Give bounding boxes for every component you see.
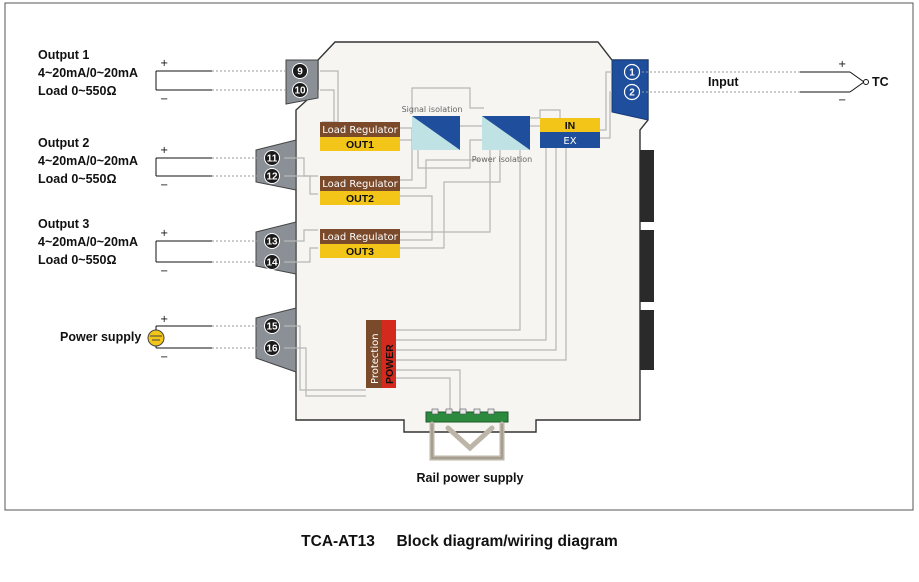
power-supply-group: Power supply + −: [60, 314, 262, 363]
load-regulator-2: Load Regulator OUT2: [320, 176, 400, 205]
terminal-9: 9: [292, 63, 308, 79]
ex-label: EX: [563, 136, 576, 147]
terminal-2-number: 2: [629, 88, 635, 99]
power-source-icon: [147, 329, 165, 347]
input-minus: −: [838, 95, 846, 106]
terminal-14-number: 14: [266, 258, 278, 269]
terminal-block-15-16: [255, 307, 297, 373]
terminal-9-number: 9: [297, 67, 303, 78]
power-supply-label: Power supply: [60, 330, 141, 344]
terminal-16-number: 16: [266, 344, 278, 355]
output-3-title: Output 3: [38, 217, 89, 231]
output-3-minus: −: [160, 266, 168, 277]
terminal-10: 10: [292, 82, 308, 98]
terminal-16: 16: [264, 340, 280, 356]
terminal-12: 12: [264, 168, 280, 184]
rail-power-supply-label: Rail power supply: [417, 471, 524, 485]
power-plus: +: [160, 314, 168, 325]
output-1-group: Output 1 4~20mA/0~20mA Load 0~550Ω + −: [38, 48, 288, 105]
input-excitation-block: IN EX: [540, 118, 600, 148]
terminal-15: 15: [264, 318, 280, 334]
terminal-2: 2: [623, 83, 641, 101]
in-label: IN: [565, 120, 576, 132]
load-regulator-3-label: Load Regulator: [322, 232, 398, 243]
terminal-1: 1: [623, 63, 641, 81]
power-isolation-label: Power isolation: [472, 155, 532, 164]
input-plus: +: [838, 59, 846, 70]
output-2-minus: −: [160, 180, 168, 191]
housing-rib: [640, 150, 654, 222]
load-regulator-1: Load Regulator OUT1: [320, 122, 400, 151]
terminal-1-number: 1: [629, 68, 635, 79]
power-block-label: POWER: [384, 344, 396, 384]
output-1-title: Output 1: [38, 48, 89, 62]
terminal-11-number: 11: [267, 154, 278, 165]
rail-connector: [425, 408, 509, 461]
housing-rib: [640, 310, 654, 370]
output-3-plus: +: [160, 228, 168, 239]
terminal-15-number: 15: [266, 322, 278, 333]
tc-label: TC: [872, 75, 889, 89]
diagram-frame: [4, 2, 914, 511]
output-3-load: Load 0~550Ω: [38, 253, 116, 267]
terminal-12-number: 12: [266, 172, 278, 183]
output-1-load: Load 0~550Ω: [38, 84, 116, 98]
power-minus: −: [160, 352, 168, 363]
signal-isolation-label: Signal isolation: [402, 105, 463, 114]
thermocouple-icon: [849, 71, 865, 93]
housing-rib: [640, 230, 654, 302]
output-1-range: 4~20mA/0~20mA: [38, 66, 138, 80]
output-2-load: Load 0~550Ω: [38, 172, 116, 186]
output-2-title: Output 2: [38, 136, 89, 150]
protection-label: Protection: [370, 333, 381, 384]
terminal-11: 11: [264, 150, 280, 166]
load-regulator-1-label: Load Regulator: [322, 125, 398, 136]
signal-isolation-block: Signal isolation: [402, 105, 463, 150]
output-2-plus: +: [160, 145, 168, 156]
terminal-10-number: 10: [294, 86, 306, 97]
out2-label: OUT2: [346, 193, 374, 205]
out1-label: OUT1: [346, 139, 374, 151]
caption-title: Block diagram/wiring diagram: [396, 533, 618, 550]
caption-model: TCA-AT13: [301, 533, 375, 550]
power-isolation-block: Power isolation: [472, 116, 532, 164]
output-1-minus: −: [160, 94, 168, 105]
out3-label: OUT3: [346, 246, 374, 258]
terminal-13-number: 13: [266, 237, 278, 248]
output-2-group: Output 2 4~20mA/0~20mA Load 0~550Ω + −: [38, 136, 262, 191]
terminal-14: 14: [264, 254, 280, 270]
output-3-group: Output 3 4~20mA/0~20mA Load 0~550Ω + −: [38, 217, 262, 277]
terminal-13: 13: [264, 233, 280, 249]
output-3-range: 4~20mA/0~20mA: [38, 235, 138, 249]
load-regulator-3: Load Regulator OUT3: [320, 229, 400, 258]
input-group: Input TC + −: [642, 59, 889, 106]
load-regulator-2-label: Load Regulator: [322, 179, 398, 190]
input-label: Input: [708, 75, 739, 89]
output-1-plus: +: [160, 58, 168, 69]
protection-power-block: Protection POWER: [366, 320, 396, 388]
figure-caption: TCA-AT13 Block diagram/wiring diagram: [0, 533, 919, 551]
output-2-range: 4~20mA/0~20mA: [38, 154, 138, 168]
